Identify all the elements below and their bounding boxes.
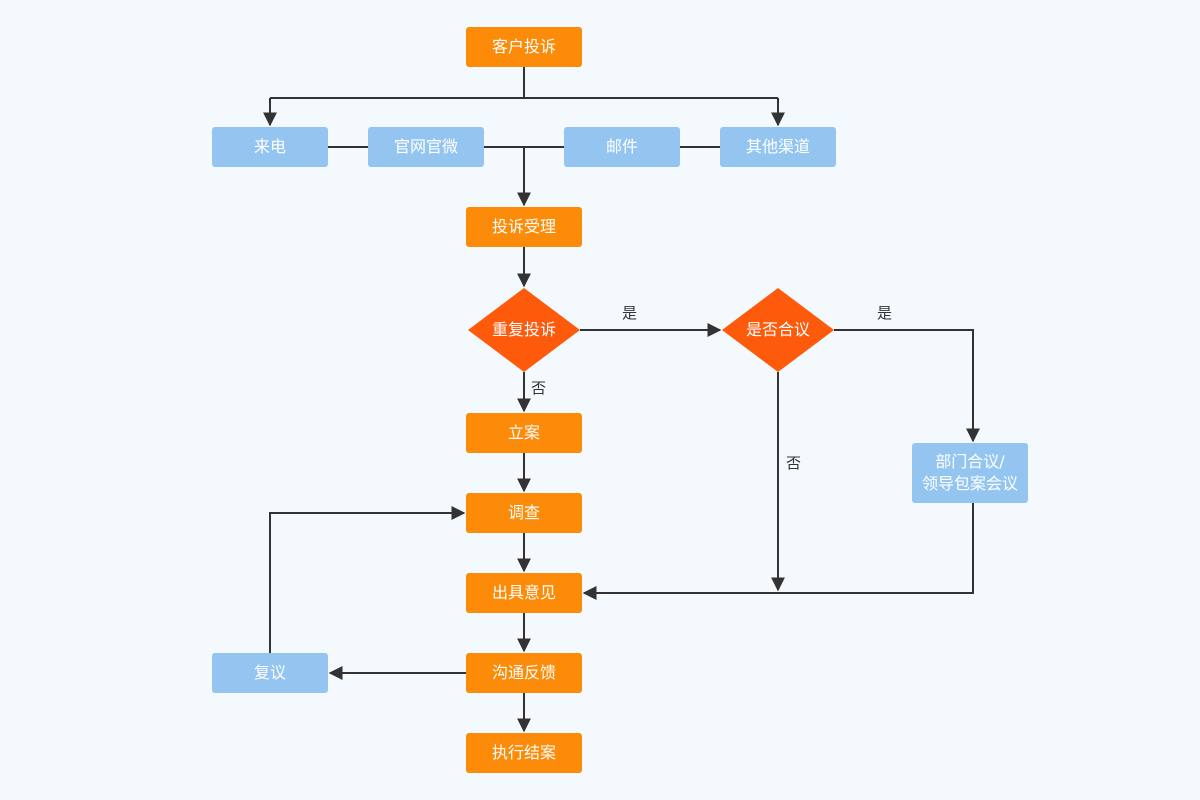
- node-accept: 投诉受理: [466, 207, 582, 247]
- node-phone: 来电: [212, 127, 328, 167]
- node-investigate: 调查: [466, 493, 582, 533]
- joint-decision-diamond: [722, 288, 834, 372]
- edge-label-repeat-yes: 是: [622, 304, 638, 322]
- node-complaint: 客户投诉: [466, 27, 582, 67]
- node-dept-meeting-line1: 部门合议/: [935, 452, 1005, 471]
- node-dept-meeting-line2: 领导包案会议: [921, 474, 1018, 493]
- node-investigate-label: 调查: [507, 503, 540, 522]
- edge-label-repeat-no: 否: [531, 379, 547, 397]
- node-review-label: 复议: [253, 663, 286, 682]
- arrow-review-to-investigate: [269, 506, 466, 653]
- node-opinion: 出具意见: [466, 573, 582, 613]
- node-close-case-label: 执行结案: [491, 743, 556, 762]
- node-dept-meeting: 部门合议/ 领导包案会议: [912, 443, 1028, 503]
- joint-decision-label: 是否合议: [745, 320, 810, 339]
- node-web-weibo-label: 官网官微: [393, 137, 458, 156]
- node-accept-label: 投诉受理: [491, 217, 556, 236]
- node-mail: 邮件: [564, 127, 680, 167]
- node-file-case: 立案: [466, 413, 582, 453]
- node-review: 复议: [212, 653, 328, 693]
- node-feedback: 沟通反馈: [466, 653, 582, 693]
- repeat-decision-label: 重复投诉: [491, 320, 556, 339]
- arrow-meeting-to-opinion: [582, 502, 974, 600]
- node-file-case-label: 立案: [507, 423, 540, 442]
- node-other-channels-label: 其他渠道: [745, 137, 810, 156]
- edge-label-joint-no: 否: [786, 454, 802, 472]
- node-close-case: 执行结案: [466, 733, 582, 773]
- node-opinion-label: 出具意见: [491, 583, 556, 602]
- edge-label-joint-yes: 是: [877, 304, 893, 322]
- arrow-joint-yes: [834, 329, 980, 443]
- node-complaint-label: 客户投诉: [491, 37, 556, 56]
- node-mail-label: 邮件: [605, 137, 638, 156]
- node-other-channels: 其他渠道: [720, 127, 836, 167]
- node-feedback-label: 沟通反馈: [491, 663, 556, 682]
- repeat-decision-diamond: [468, 288, 580, 372]
- node-web-weibo: 官网官微: [368, 127, 484, 167]
- node-phone-label: 来电: [253, 137, 286, 156]
